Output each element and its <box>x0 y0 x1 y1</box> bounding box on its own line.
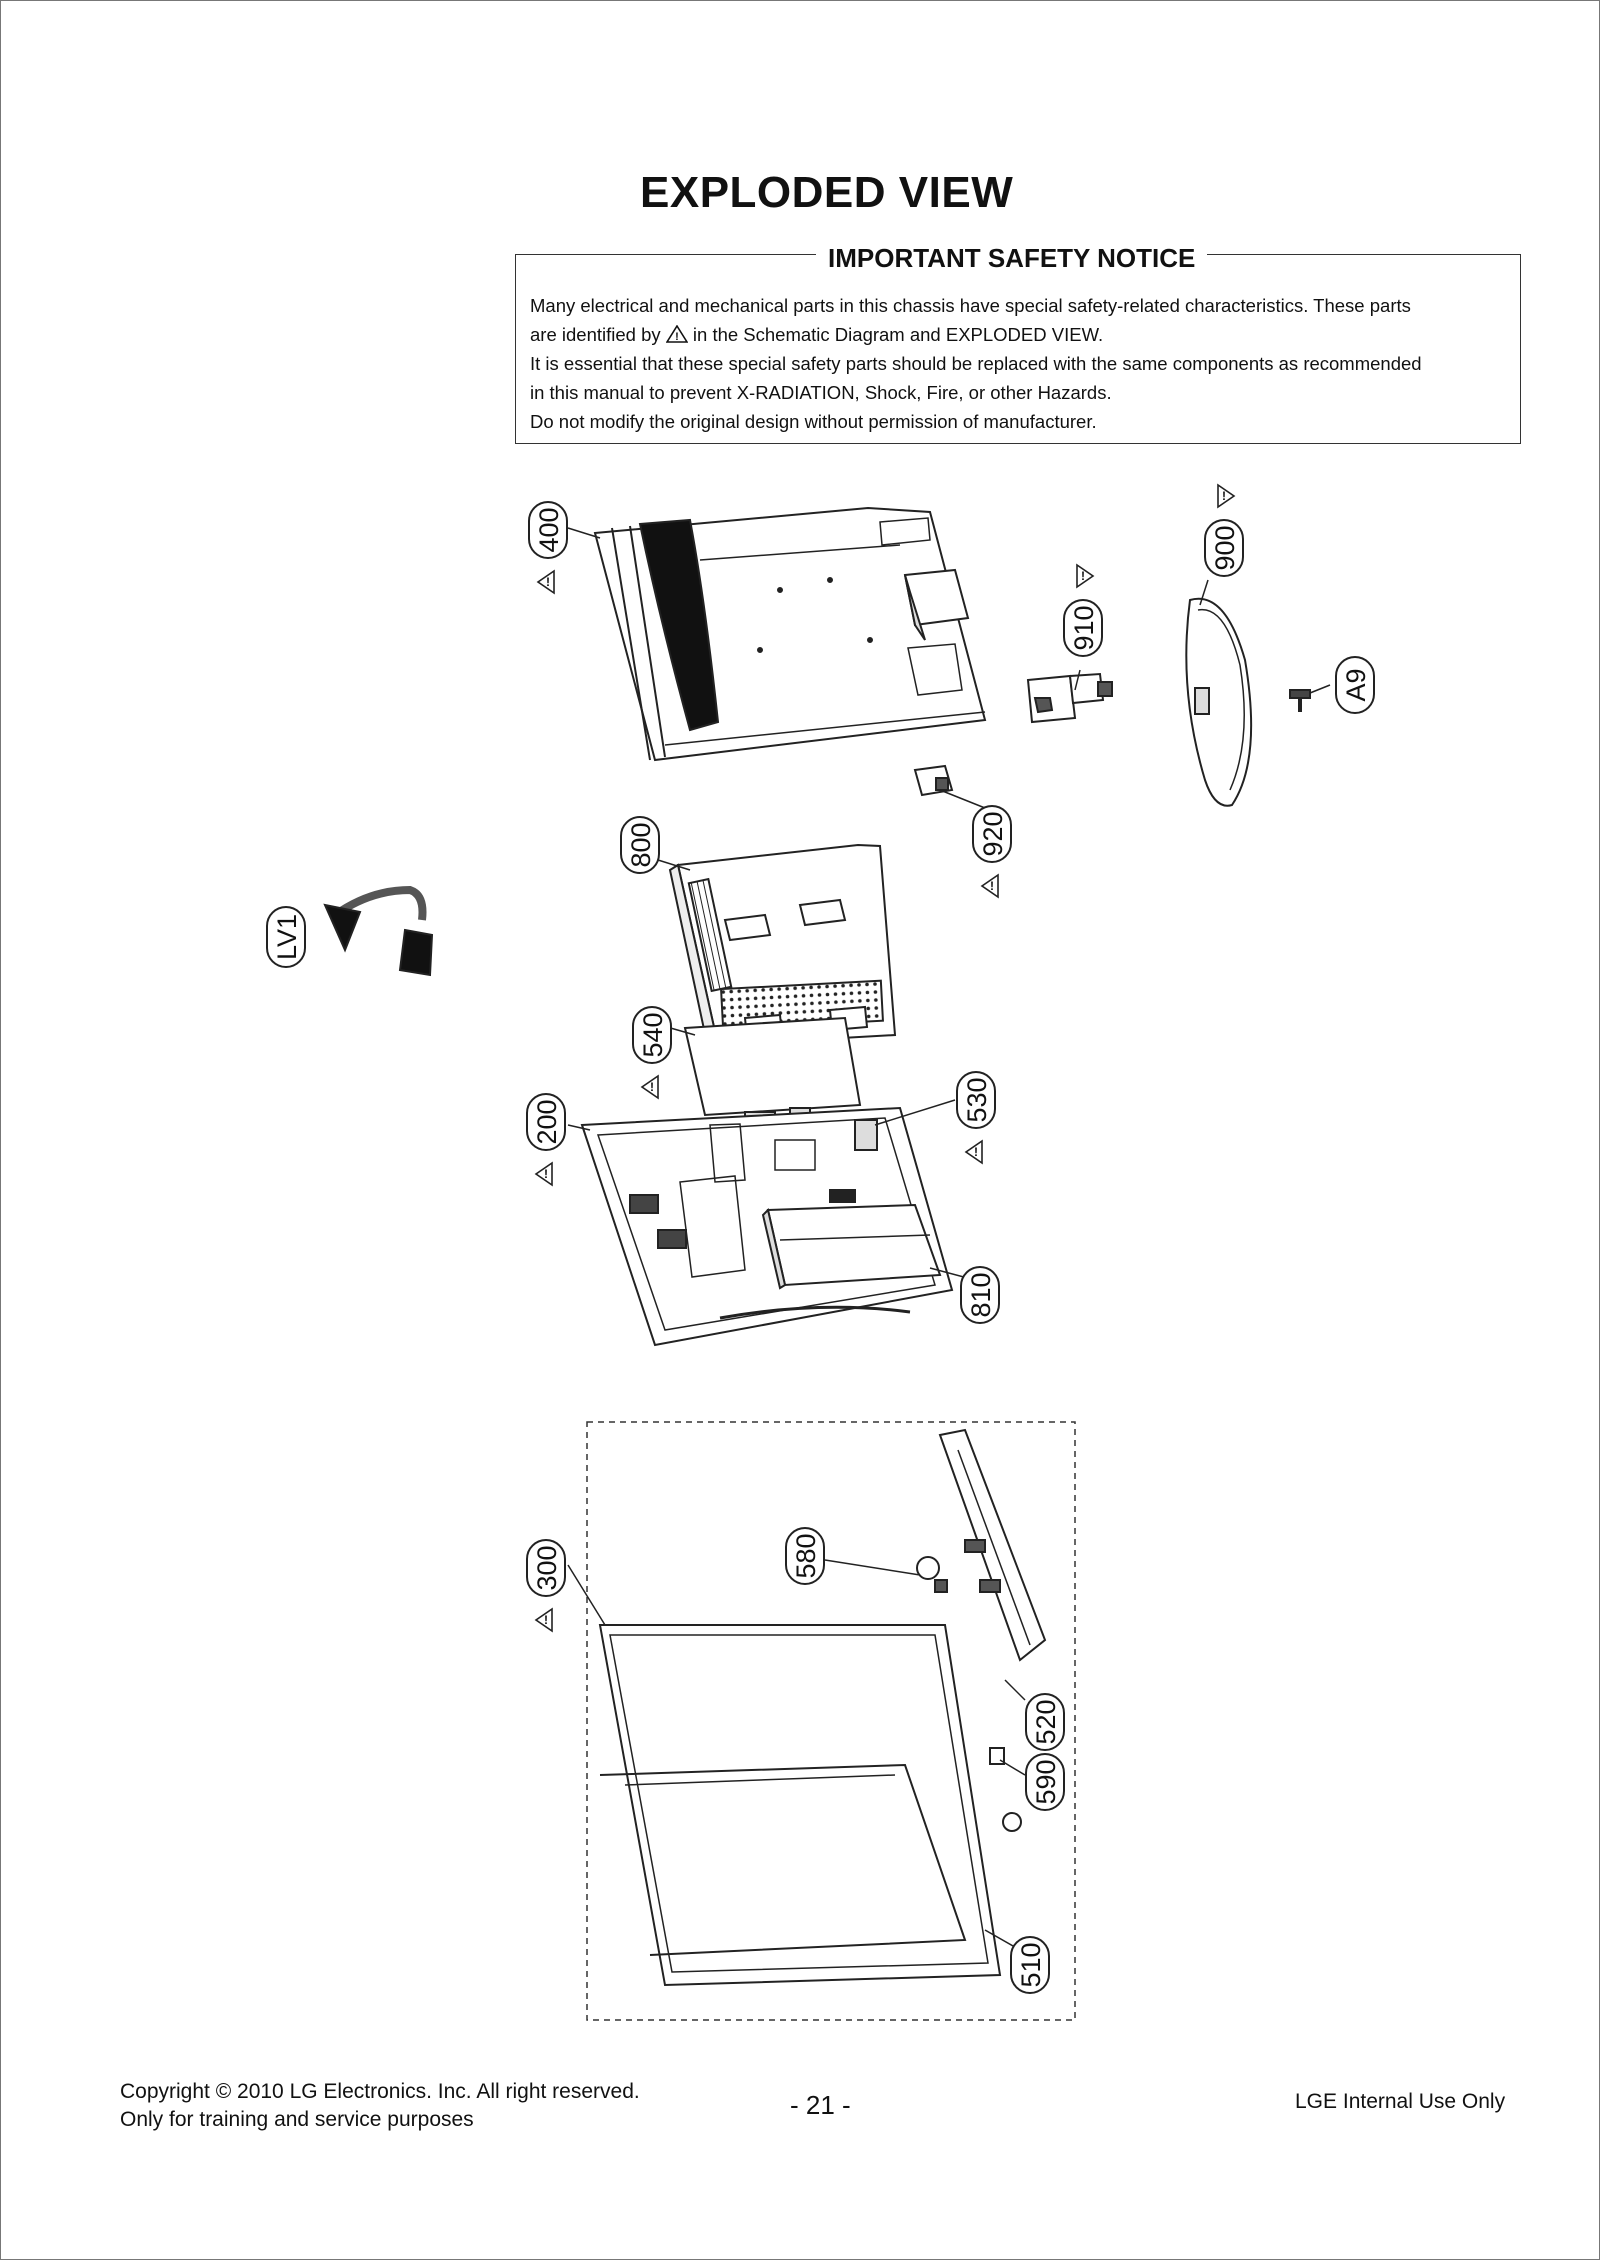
warning-mark-530: ! <box>974 1145 978 1159</box>
footer-copyright: Copyright © 2010 LG Electronics. Inc. Al… <box>120 2080 640 2103</box>
callout-800: 800 <box>620 816 660 874</box>
callout-520: 520 <box>1025 1693 1065 1751</box>
warning-mark-910: ! <box>1081 569 1085 583</box>
warning-mark-300: ! <box>544 1613 548 1627</box>
callout-A9: A9 <box>1335 656 1375 714</box>
label-540: 540 <box>638 1012 668 1057</box>
label-810: 810 <box>966 1272 996 1317</box>
callout-910: 910 ! <box>1063 563 1103 657</box>
warning-mark-200: ! <box>544 1167 548 1181</box>
notice-line-3: It is essential that these special safet… <box>530 353 1422 374</box>
knob-part <box>916 1556 948 1593</box>
label-200: 200 <box>532 1099 562 1144</box>
label-920: 920 <box>978 811 1008 856</box>
stand-base-part <box>1185 597 1253 807</box>
side-bar-part <box>938 1428 1047 1662</box>
label-300: 300 <box>532 1545 562 1590</box>
label-520: 520 <box>1031 1699 1061 1744</box>
callout-400: 400 ! <box>528 501 568 595</box>
callout-510: 510 <box>1010 1936 1050 1994</box>
warning-triangle-icon: ! <box>665 325 688 343</box>
stand-hinge-part <box>1026 672 1113 724</box>
callout-580: 580 <box>785 1527 825 1585</box>
shield-case-part <box>668 843 897 1050</box>
warning-mark-540: ! <box>650 1080 654 1094</box>
callout-540: 540 ! <box>632 1006 672 1100</box>
callout-920: 920 ! <box>972 805 1012 899</box>
label-LV1: LV1 <box>272 914 302 960</box>
label-A9: A9 <box>1341 668 1371 701</box>
safety-notice-title: IMPORTANT SAFETY NOTICE <box>816 243 1208 274</box>
callout-200: 200 ! <box>526 1093 566 1187</box>
label-800: 800 <box>626 822 656 867</box>
warning-mark-900: ! <box>1222 489 1226 503</box>
callout-LV1: LV1 <box>266 906 306 968</box>
button-part <box>989 1747 1022 1832</box>
notice-line-2-post: in the Schematic Diagram and EXPLODED VI… <box>692 324 1104 345</box>
label-580: 580 <box>791 1533 821 1578</box>
label-530: 530 <box>962 1077 992 1122</box>
footer-purpose: Only for training and service purposes <box>120 2108 474 2131</box>
panel-frame-part <box>598 1624 1002 1987</box>
bracket-part <box>913 764 954 797</box>
footer-usage: LGE Internal Use Only <box>1295 2090 1506 2113</box>
safety-notice-body: Many electrical and mechanical parts in … <box>530 291 1510 436</box>
footer-page-number: - 21 - <box>790 2090 851 2120</box>
shield-part <box>761 1203 942 1290</box>
callout-530: 530 ! <box>956 1071 996 1165</box>
label-590: 590 <box>1031 1759 1061 1804</box>
notice-line-1: Many electrical and mechanical parts in … <box>530 295 1411 316</box>
callout-900: 900 ! <box>1204 483 1244 577</box>
lvds-cable-part <box>323 885 434 977</box>
callout-810: 810 <box>960 1266 1000 1324</box>
notice-line-2-pre: are identified by <box>530 324 661 345</box>
callout-300: 300 ! <box>526 1539 566 1633</box>
footer-left: Copyright © 2010 LG Electronics. Inc. Al… <box>120 2078 640 2134</box>
callout-590: 590 <box>1025 1753 1065 1811</box>
warning-mark-920: ! <box>990 879 994 893</box>
label-910: 910 <box>1069 605 1099 650</box>
panel-assembly-dashed-box <box>586 1421 1076 2021</box>
label-900: 900 <box>1210 525 1240 570</box>
main-board-part <box>683 1016 862 1127</box>
label-510: 510 <box>1016 1942 1046 1987</box>
safety-notice-box: IMPORTANT SAFETY NOTICE Many electrical … <box>515 243 1521 444</box>
warning-mark: ! <box>675 331 679 343</box>
warning-mark-400: ! <box>546 575 550 589</box>
notice-line-5: Do not modify the original design withou… <box>530 411 1097 432</box>
back-cover-part <box>593 506 987 762</box>
screw-part <box>1289 689 1311 712</box>
label-400: 400 <box>534 507 564 552</box>
notice-line-4: in this manual to prevent X-RADIATION, S… <box>530 382 1112 403</box>
notice-line-2: are identified by ! in the Schematic Dia… <box>530 320 1510 349</box>
page-title: EXPLODED VIEW <box>640 168 1014 217</box>
